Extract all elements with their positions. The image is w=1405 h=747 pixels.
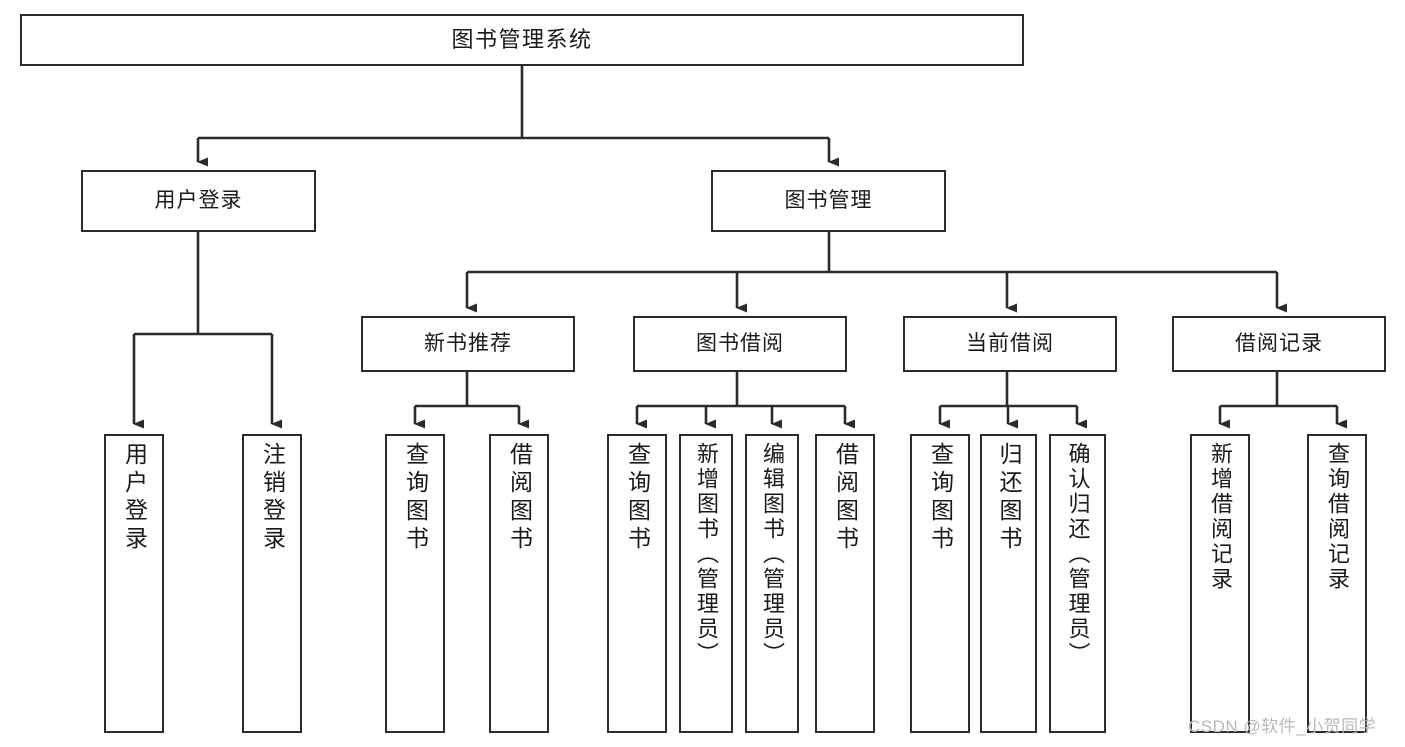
node-label: 编辑图书（管理员）	[760, 442, 785, 667]
node-label: 用户登录	[154, 188, 243, 212]
leaf-borrow-book-recommend[interactable]: 借阅图书	[489, 434, 549, 733]
node-label: 借阅图书	[832, 442, 859, 554]
node-current-borrow[interactable]: 当前借阅	[903, 316, 1117, 372]
node-book-borrow[interactable]: 图书借阅	[633, 316, 847, 372]
leaf-query-borrow-record[interactable]: 查询借阅记录	[1307, 434, 1367, 733]
leaf-borrow-book[interactable]: 借阅图书	[815, 434, 875, 733]
node-label: 确认归还（管理员）	[1065, 442, 1091, 667]
leaf-query-book-borrow[interactable]: 查询图书	[607, 434, 667, 733]
node-label: 图书管理系统	[451, 26, 593, 52]
node-label: 用户登录	[121, 442, 148, 554]
node-label: 查询图书	[402, 442, 429, 554]
node-label: 借阅记录	[1235, 331, 1323, 355]
leaf-logout[interactable]: 注销登录	[242, 434, 302, 733]
leaf-user-login[interactable]: 用户登录	[104, 434, 164, 733]
node-new-book-recommend[interactable]: 新书推荐	[361, 316, 575, 372]
node-label: 查询图书	[624, 442, 651, 554]
node-label: 新增借阅记录	[1208, 442, 1233, 592]
node-book-management[interactable]: 图书管理	[711, 170, 946, 232]
node-label: 新增图书（管理员）	[694, 442, 719, 667]
leaf-query-book-current[interactable]: 查询图书	[910, 434, 970, 733]
leaf-query-book-recommend[interactable]: 查询图书	[385, 434, 445, 733]
node-label: 图书借阅	[696, 331, 784, 355]
node-label: 查询借阅记录	[1325, 442, 1350, 592]
node-root-book-management-system[interactable]: 图书管理系统	[20, 14, 1024, 66]
leaf-return-book[interactable]: 归还图书	[980, 434, 1037, 733]
node-label: 新书推荐	[424, 331, 512, 355]
leaf-add-book-admin[interactable]: 新增图书（管理员）	[679, 434, 733, 733]
leaf-add-borrow-record[interactable]: 新增借阅记录	[1190, 434, 1250, 733]
node-label: 查询图书	[927, 442, 954, 554]
node-borrow-records[interactable]: 借阅记录	[1172, 316, 1386, 372]
leaf-edit-book-admin[interactable]: 编辑图书（管理员）	[745, 434, 799, 733]
node-label: 借阅图书	[506, 442, 533, 554]
node-label: 注销登录	[259, 442, 286, 554]
node-label: 当前借阅	[966, 331, 1054, 355]
leaf-confirm-return-admin[interactable]: 确认归还（管理员）	[1049, 434, 1106, 733]
node-label: 归还图书	[996, 442, 1022, 554]
node-user-login[interactable]: 用户登录	[81, 170, 316, 232]
node-label: 图书管理	[784, 188, 873, 212]
